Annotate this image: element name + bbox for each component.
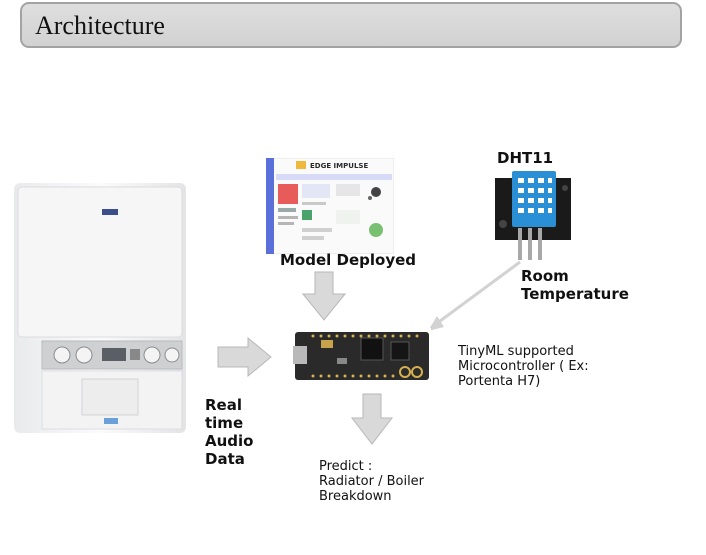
audio-data-label: Real time Audio Data <box>205 396 254 468</box>
microcontroller-board-image <box>291 328 431 384</box>
dht11-sensor-image <box>490 168 576 262</box>
title-bar: Architecture <box>20 2 682 48</box>
edge-impulse-logo: EDGE IMPULSE <box>310 162 368 170</box>
diagonal-arrow-icon <box>435 260 521 326</box>
arrow-right-icon <box>217 336 272 378</box>
page-title: Architecture <box>35 11 165 40</box>
predict-label: Predict : Radiator / Boiler Breakdown <box>319 459 425 504</box>
brand-badge <box>102 209 118 215</box>
arrow-down-icon <box>350 393 394 445</box>
edge-impulse-screenshot: EDGE IMPULSE <box>266 158 394 254</box>
model-deployed-label: Model Deployed <box>280 251 417 269</box>
room-temperature-label: Room Temperature <box>521 267 629 303</box>
boiler-image <box>14 183 186 433</box>
arrow-down-icon <box>301 271 347 321</box>
microcontroller-label: TinyML supported Microcontroller ( Ex: P… <box>458 344 589 389</box>
dht11-title: DHT11 <box>497 149 554 167</box>
